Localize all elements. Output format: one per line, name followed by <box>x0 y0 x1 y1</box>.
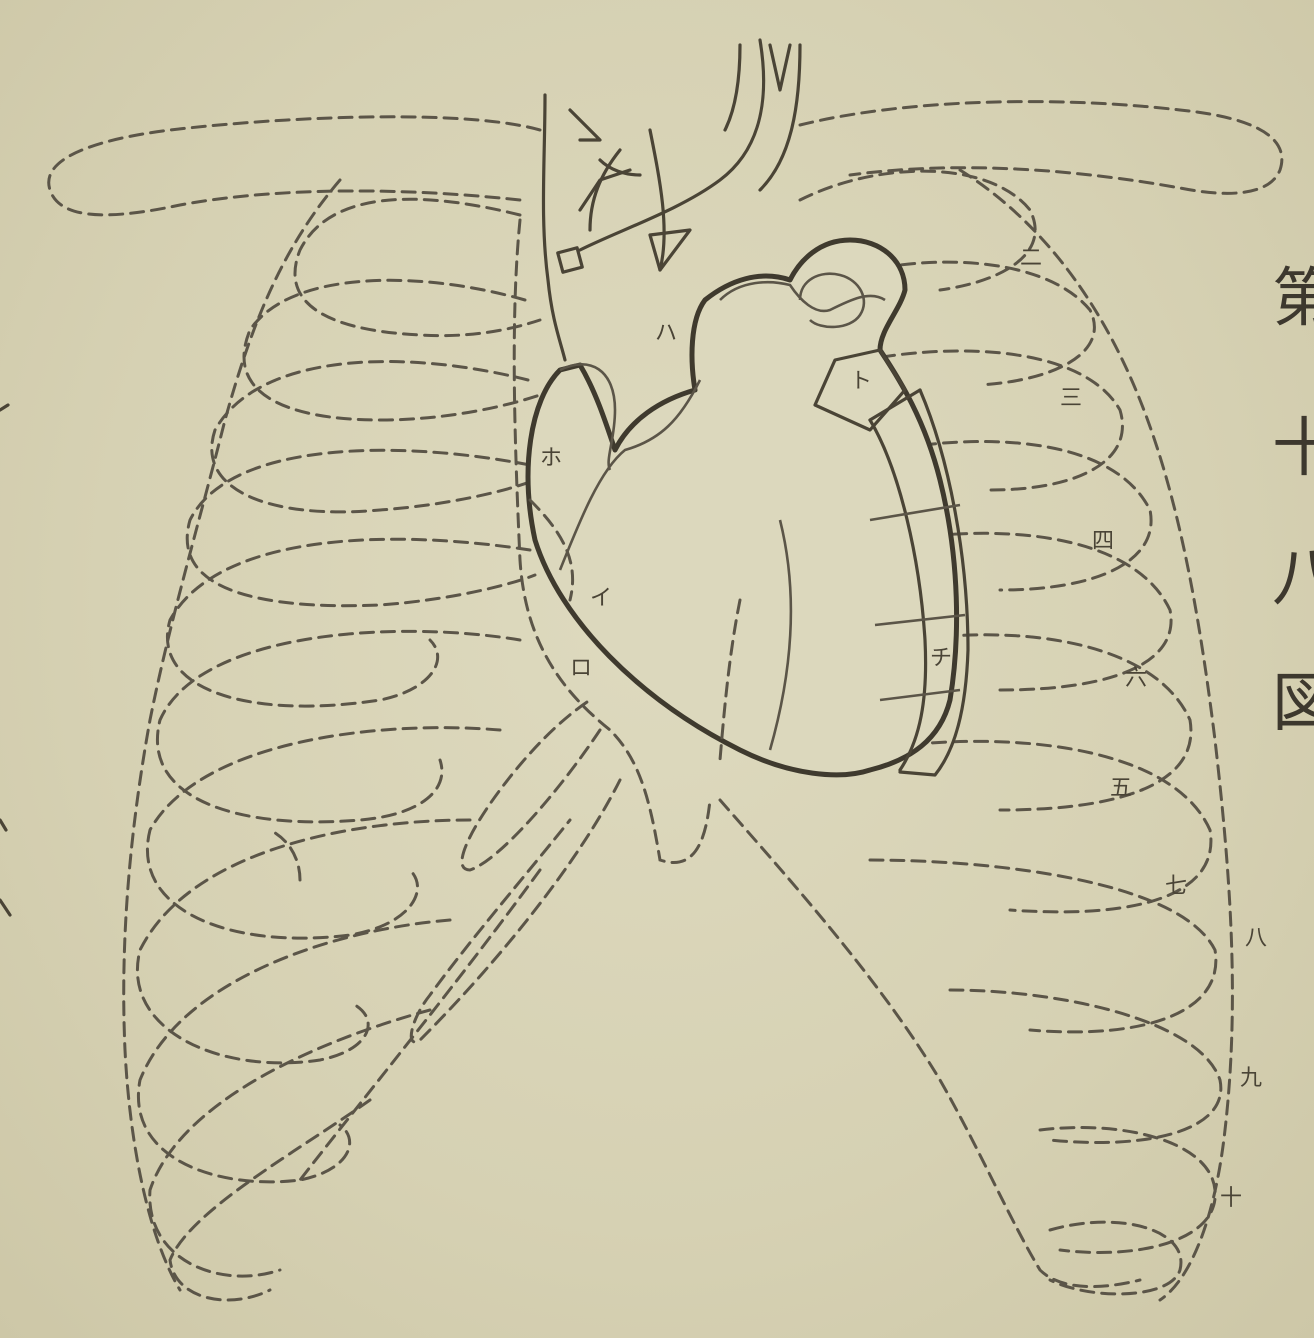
label-roku: 六 <box>1125 666 1147 691</box>
label-i: イ <box>590 586 612 611</box>
left-clavicle <box>800 102 1282 194</box>
label-ho: ホ <box>540 446 562 471</box>
caption-char-1: 第 <box>1272 262 1314 336</box>
label-chi: チ <box>930 646 952 671</box>
label-san: 三 <box>1060 386 1082 411</box>
label-go: 五 <box>1110 776 1132 801</box>
caption-char-2: 十 <box>1272 412 1314 486</box>
label-to: ト <box>850 369 872 394</box>
heart <box>528 240 968 775</box>
left-costal-margin <box>720 800 1140 1287</box>
label-nana: 七 <box>1165 874 1187 899</box>
right-margin-caption: 第 十 八 図 <box>1272 262 1314 741</box>
label-ro: ロ <box>570 656 592 681</box>
left-margin-marks <box>0 405 10 915</box>
right-clavicle <box>49 117 540 215</box>
label-ni: 二 <box>1020 246 1042 271</box>
caption-char-3: 八 <box>1272 542 1314 616</box>
right-costal-margin <box>462 700 600 870</box>
caption-char-4: 図 <box>1272 667 1314 741</box>
label-ha: ハ <box>655 321 677 346</box>
label-yon: 四 <box>1092 529 1114 554</box>
label-kyu: 九 <box>1240 1066 1262 1091</box>
right-ribs <box>124 180 540 1300</box>
label-ju: 十 <box>1220 1186 1242 1211</box>
label-hachi: 八 <box>1245 926 1267 951</box>
